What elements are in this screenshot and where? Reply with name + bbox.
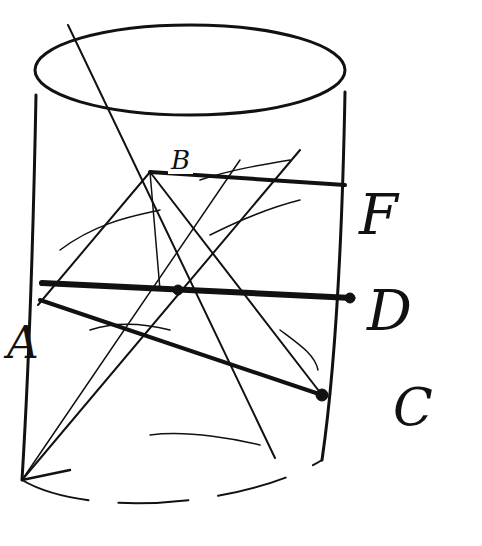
diagonal-line (22, 150, 300, 480)
sketch-stroke (150, 434, 260, 445)
sketch-stroke (210, 200, 300, 235)
section-line (42, 283, 352, 298)
section-line (40, 300, 322, 395)
edge-line (150, 172, 322, 395)
diagonal-line (68, 25, 275, 458)
point-label: F (356, 186, 401, 244)
sketch-stroke (200, 160, 290, 180)
sketch-stroke (280, 330, 318, 370)
point-label: D (364, 282, 415, 340)
point-c (316, 389, 328, 401)
point-label: B (168, 146, 193, 174)
sketch-stroke (90, 324, 170, 330)
sketch-stroke (60, 210, 160, 250)
cylinder-left-side (22, 95, 36, 480)
cylinder-top (35, 25, 345, 115)
edge-line (150, 172, 160, 290)
cylinder-right-side (322, 92, 345, 460)
point (345, 293, 355, 303)
edge-line (38, 172, 150, 305)
cylinder-bottom (22, 460, 322, 503)
diagonal-line (22, 160, 240, 480)
point-label: A (4, 320, 42, 366)
point-label: C (390, 380, 436, 434)
